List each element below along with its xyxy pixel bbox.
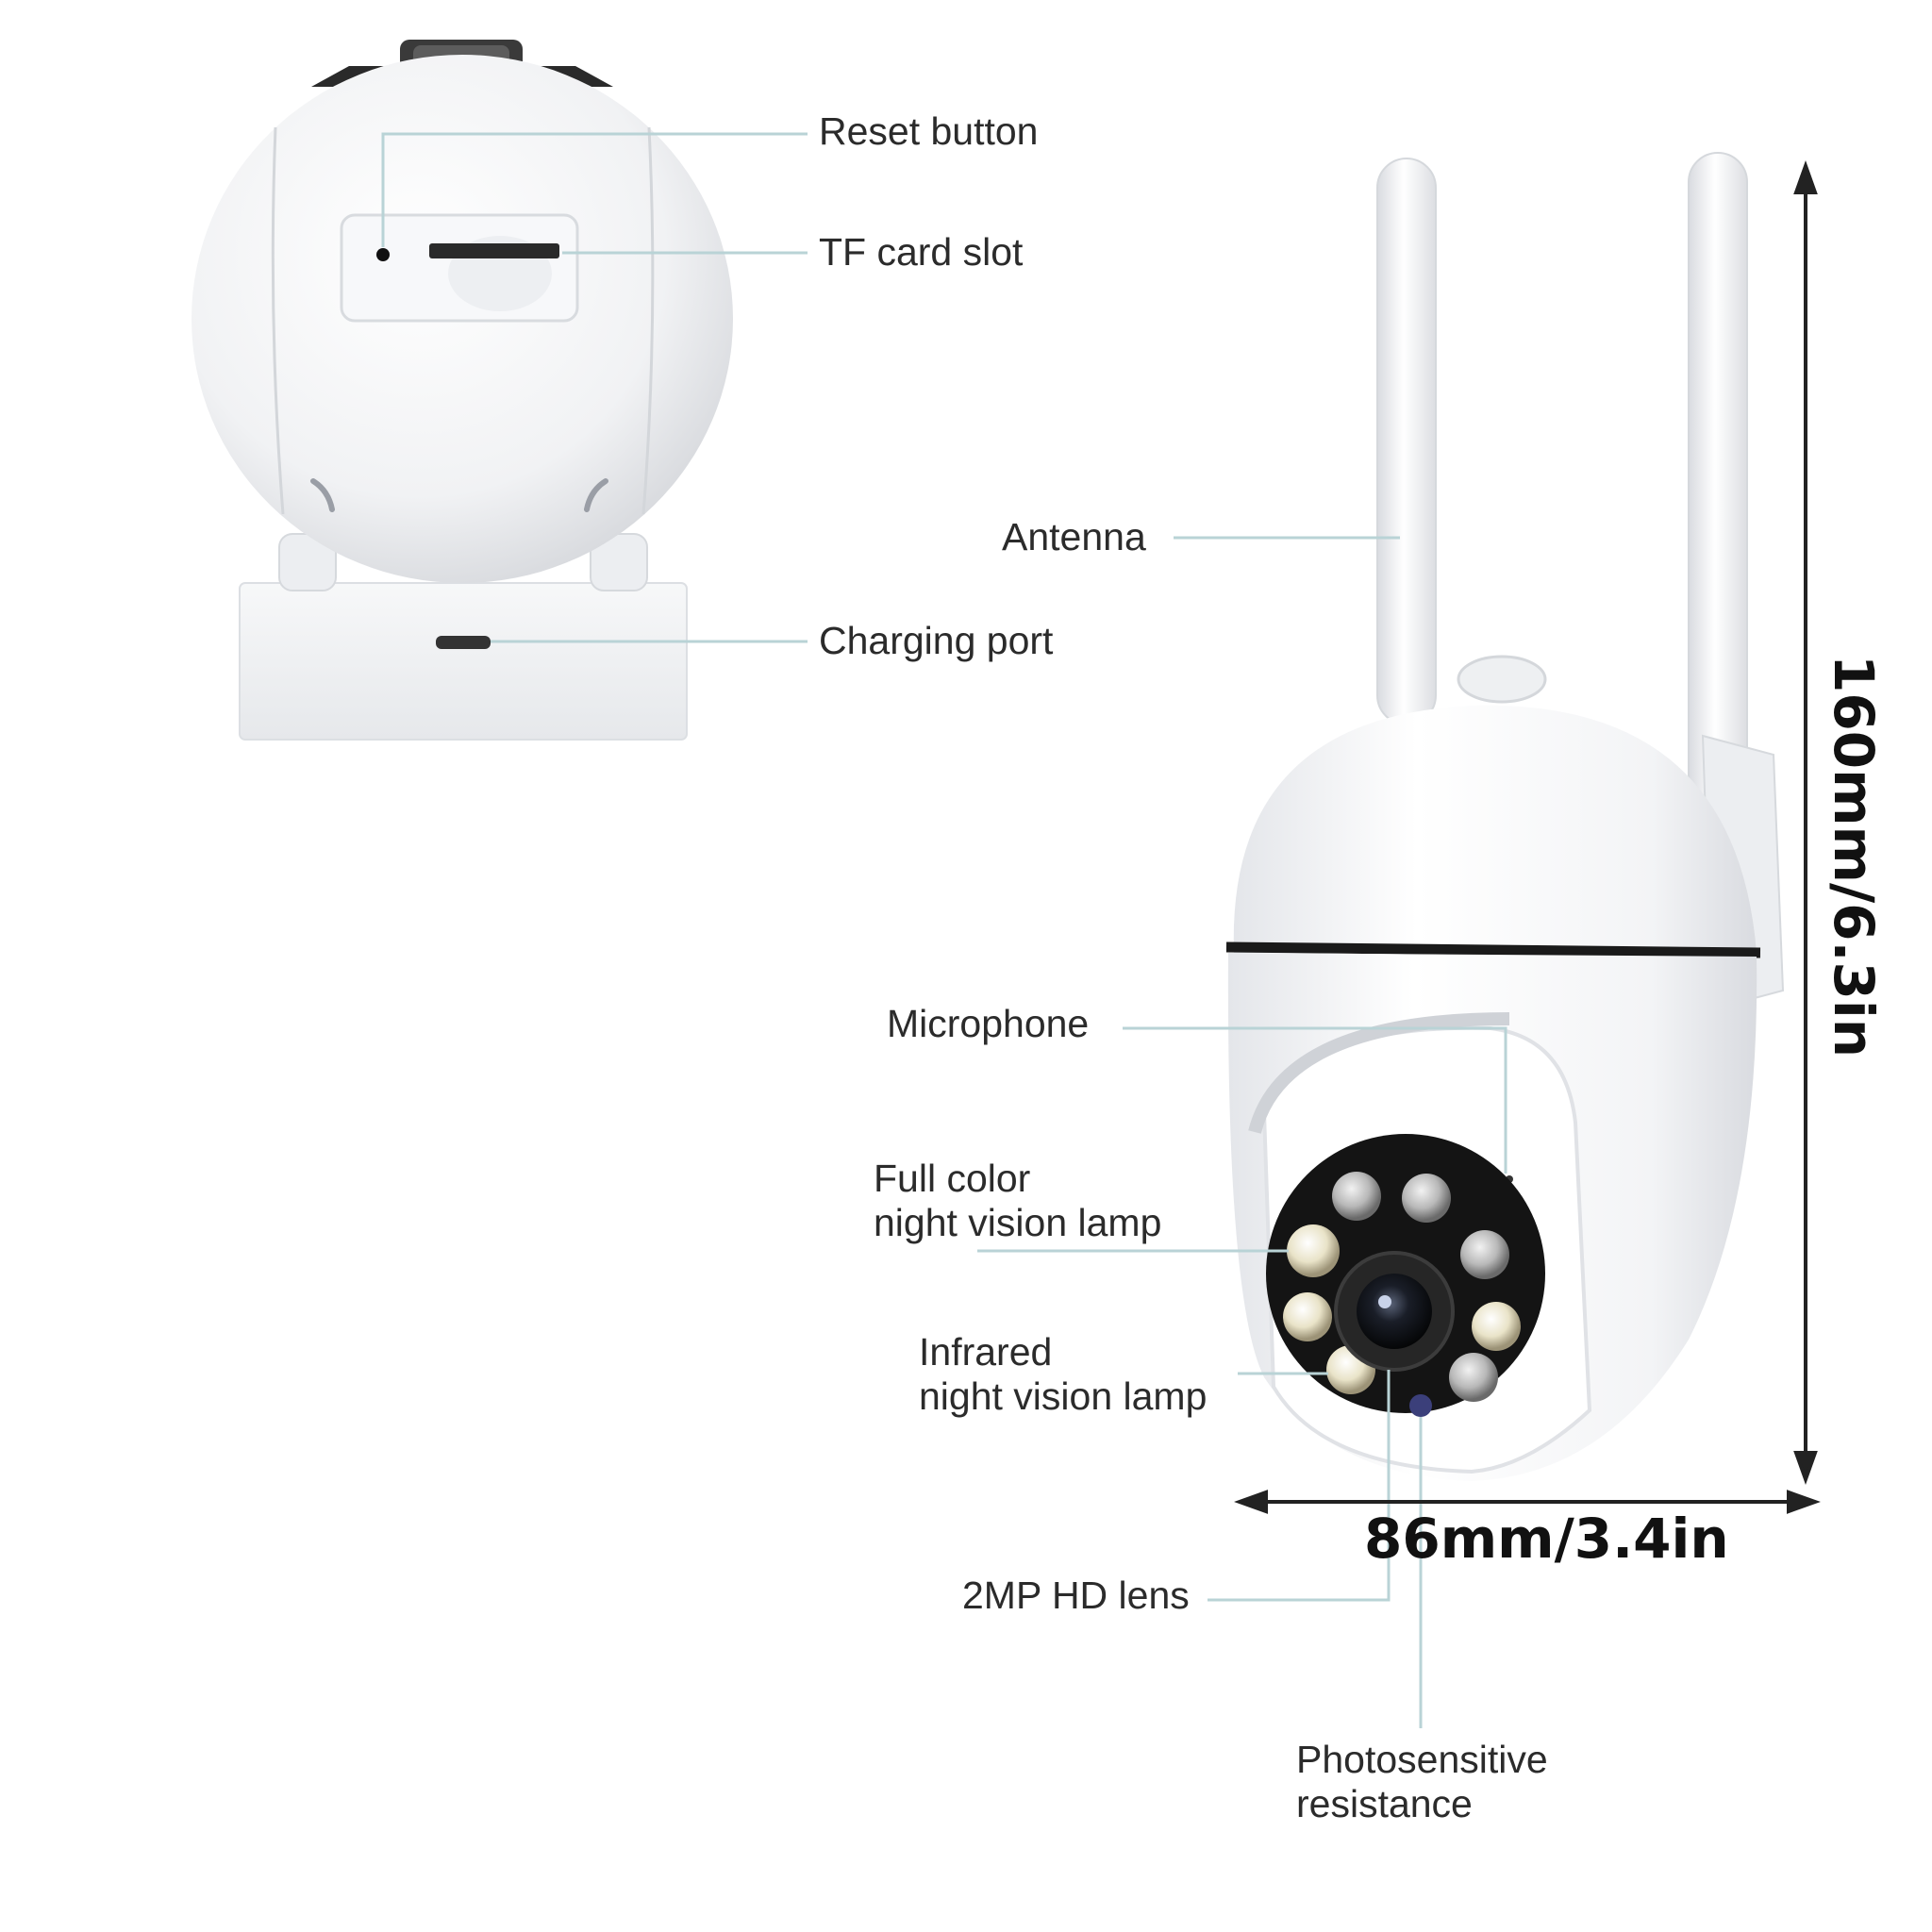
reset-hole <box>376 248 390 261</box>
height-dimension-label: 160mm/6.3in <box>1822 655 1886 1058</box>
charging-port <box>436 636 491 649</box>
label-tf-card-slot: TF card slot <box>819 230 1024 274</box>
back-base <box>239 582 688 741</box>
label-infrared-line-2: night vision lamp <box>919 1374 1208 1418</box>
antenna-left <box>1376 158 1437 725</box>
label-charging-port: Charging port <box>819 619 1054 662</box>
label-antenna: Antenna <box>1002 515 1146 558</box>
dimension-lines <box>1234 160 1821 1514</box>
leader-lens <box>1208 1370 1391 1602</box>
label-photosensitive-line-2: resistance <box>1296 1782 1473 1825</box>
label-infrared-line-1: Infrared <box>919 1330 1053 1374</box>
tf-slot <box>429 243 559 258</box>
antenna-right <box>1688 152 1748 814</box>
label-full-color-line-2: night vision lamp <box>874 1201 1162 1244</box>
label-infrared-lamp: Infrared night vision lamp <box>919 1330 1207 1419</box>
led-upper-right <box>1460 1230 1509 1279</box>
label-full-color-lamp: Full color night vision lamp <box>874 1157 1161 1245</box>
label-photosensitive-resistance: Photosensitive resistance <box>1296 1738 1548 1826</box>
led-right <box>1472 1302 1521 1351</box>
led-upper-left <box>1287 1224 1340 1277</box>
photosensor <box>1409 1394 1432 1417</box>
led-top-right <box>1402 1174 1451 1223</box>
label-photosensitive-line-1: Photosensitive <box>1296 1738 1548 1781</box>
label-reset-button: Reset button <box>819 109 1039 153</box>
label-2mp-hd-lens: 2MP HD lens <box>962 1574 1190 1617</box>
back-view-camera <box>192 40 733 741</box>
front-view-camera <box>1225 152 1785 1481</box>
led-lower-right <box>1449 1353 1498 1402</box>
label-microphone: Microphone <box>887 1002 1090 1045</box>
led-ring <box>1283 1172 1521 1402</box>
label-full-color-line-1: Full color <box>874 1157 1031 1200</box>
leader-microphone <box>1123 1026 1507 1174</box>
width-dimension-label: 86mm/3.4in <box>1364 1507 1729 1571</box>
leader-reset <box>381 132 808 247</box>
led-top-left <box>1332 1172 1381 1221</box>
leader-lines <box>381 132 1507 1728</box>
lens <box>1357 1274 1432 1349</box>
led-left <box>1283 1292 1332 1341</box>
